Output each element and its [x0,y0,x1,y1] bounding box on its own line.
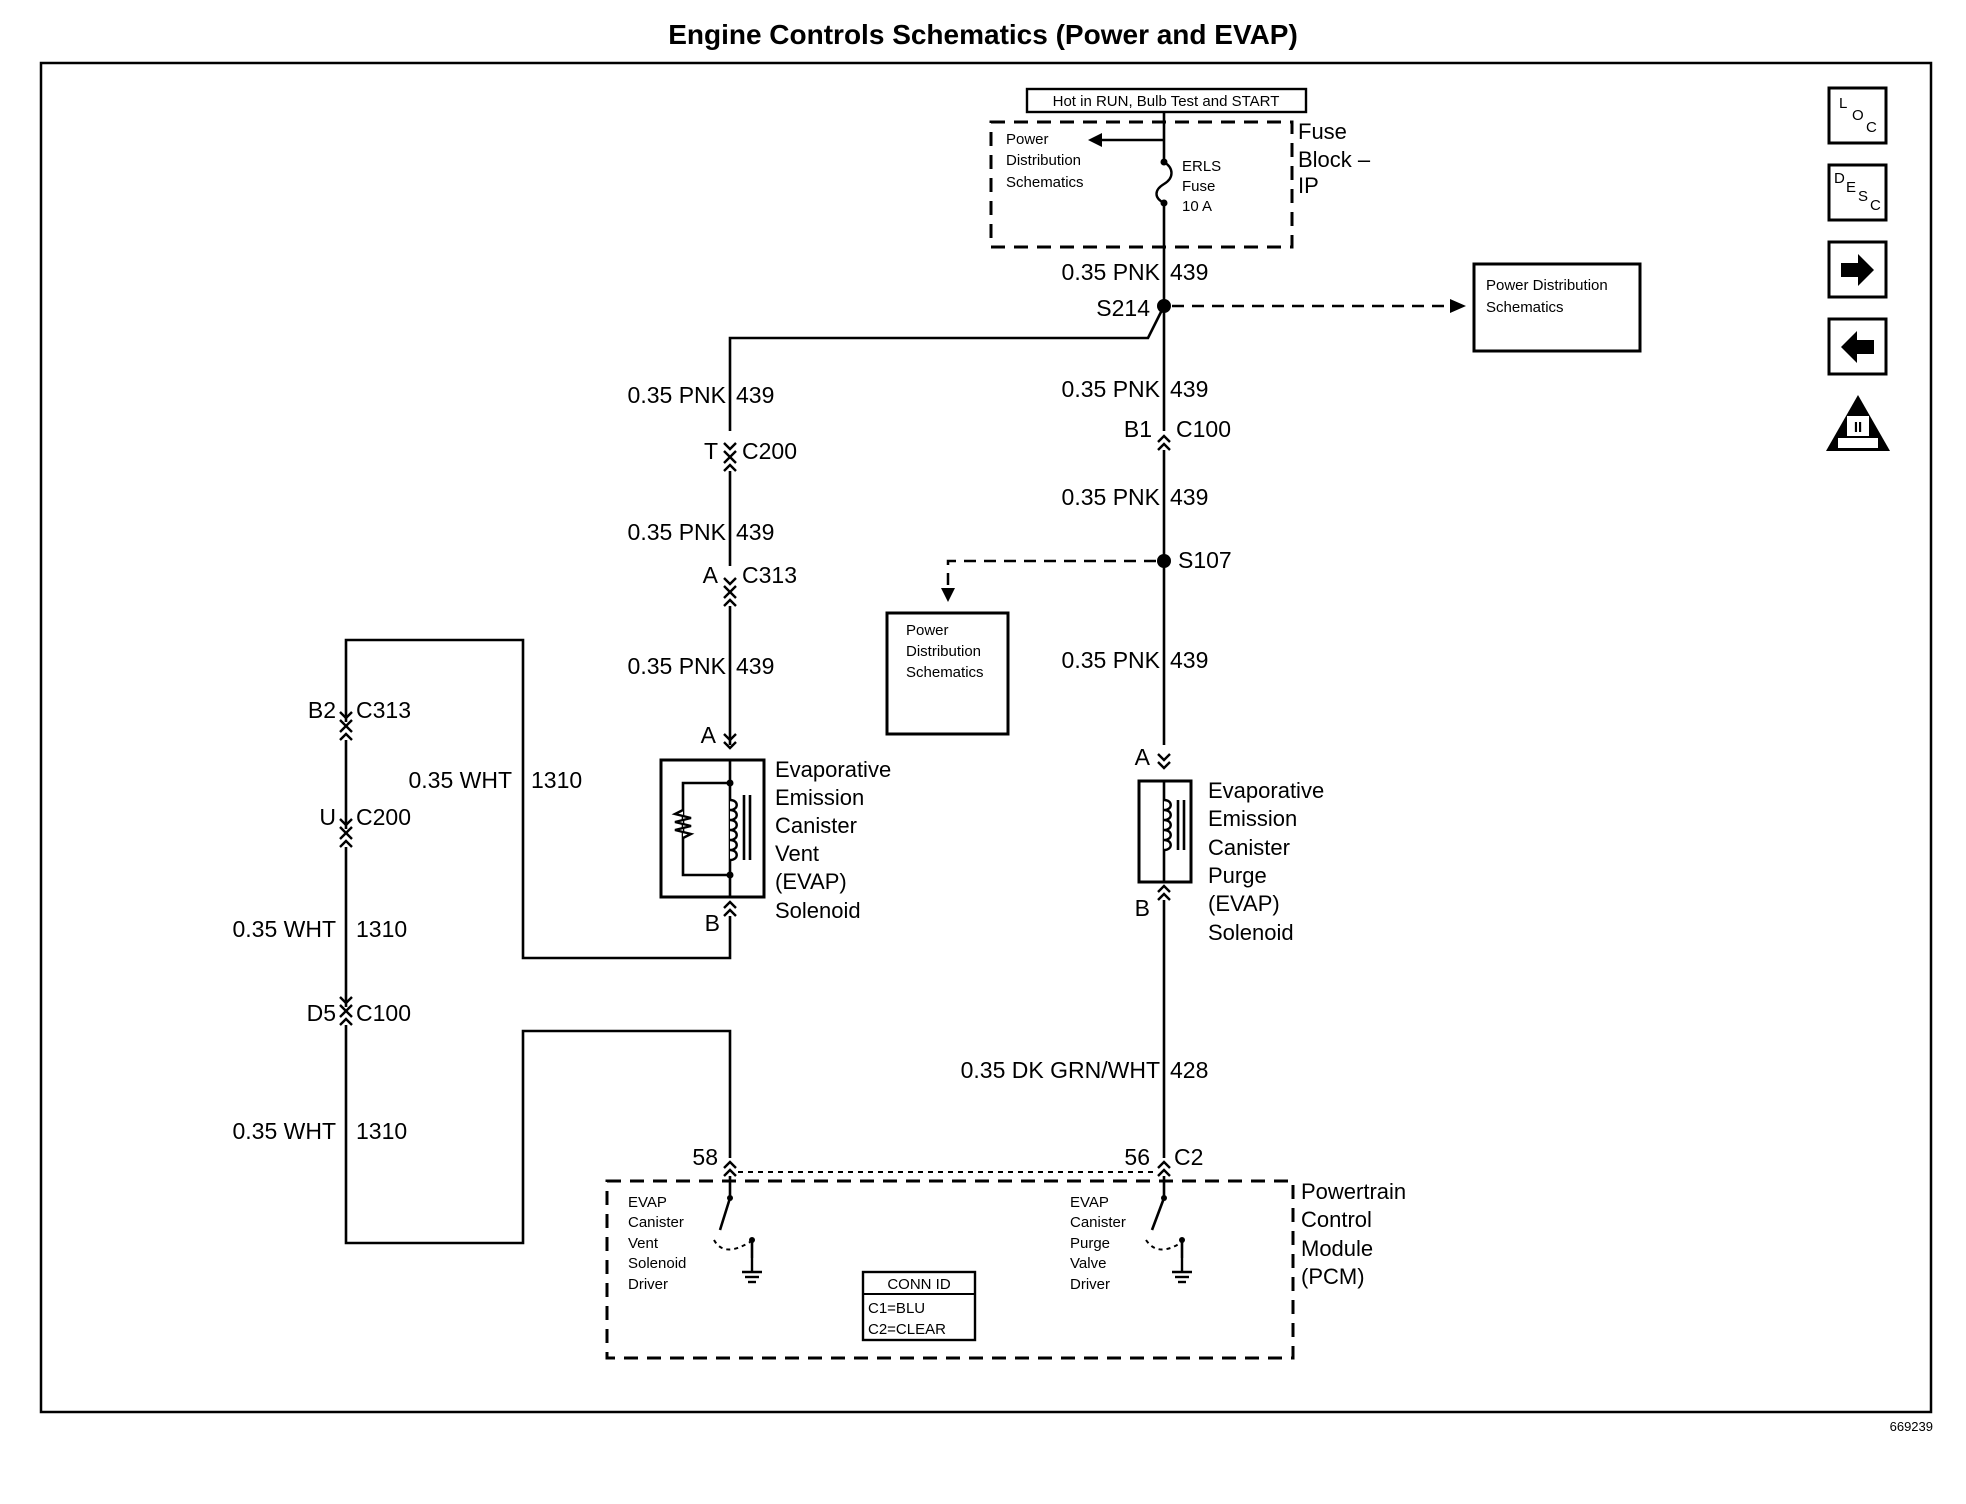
back-arrow-icon[interactable] [1827,317,1888,376]
svg-text:C1=BLU: C1=BLU [868,1300,925,1317]
svg-text:C: C [1870,197,1881,214]
vent-solenoid-box [659,758,766,899]
svg-text:D: D [1834,170,1845,187]
connector-d5-label: D5 [307,1000,336,1026]
connector-c313-left-label: C313 [742,562,797,588]
loc-icon[interactable]: L O C [1827,86,1888,145]
vent-driver-label: EVAP Canister Vent Solenoid Driver [628,1194,691,1293]
svg-text:L: L [1839,95,1847,112]
svg-text:Hot in RUN, Bulb Test and STAR: Hot in RUN, Bulb Test and START [1053,93,1280,110]
svg-text:CONN ID: CONN ID [887,1276,951,1293]
vent-pin-b-label: B [705,910,720,936]
figure-number: 669239 [1890,1419,1933,1434]
pd-ref-mid-text: Power Distribution Schematics [906,622,985,681]
power-distribution-ref-mid [885,611,1010,736]
pcm-module [605,1179,1295,1360]
purge-driver-label: EVAP Canister Purge Valve Driver [1070,1194,1130,1293]
diagram-frame [39,61,1933,1414]
conn-id-box: CONN ID C1=BLU C2=CLEAR [861,1270,977,1342]
wire-circuit-grn: 428 [1170,1057,1208,1083]
splice-s107-label: S107 [1178,547,1232,573]
wire-circuit-pnk-6: 439 [736,519,774,545]
wire-label-pnk-5: 0.35 PNK [628,382,727,408]
splice-s107 [1157,554,1171,568]
svg-text:E: E [1846,179,1856,196]
connector-c313-mid-label: C313 [356,697,411,723]
purge-solenoid-coil [1163,798,1172,852]
wire-circuit-pnk-5: 439 [736,382,774,408]
wire-label-grn: 0.35 DK GRN/WHT [961,1057,1160,1083]
svg-text:S: S [1858,188,1868,205]
wire-label-pnk-3: 0.35 PNK [1062,484,1161,510]
wire-circuit-wht-1: 1310 [531,767,582,793]
connector-t-label: T [704,438,718,464]
erls-fuse-symbol [1155,160,1173,205]
connector-u-label: U [319,804,336,830]
pcm-pin-56-label: 56 [1124,1144,1150,1170]
fuse-block-pd-ref: Power Distribution Schematics [1006,131,1085,191]
splice-s214-label: S214 [1096,295,1150,321]
wire-label-pnk-2: 0.35 PNK [1062,376,1161,402]
wire-circuit-wht-3: 1310 [356,1118,407,1144]
hot-in-run-label: Hot in RUN, Bulb Test and START [1025,87,1308,114]
pcm-label: Powertrain Control Module (PCM) [1301,1179,1412,1289]
vent-driver-switch [713,1176,764,1284]
connector-c200-mid-label: C200 [356,804,411,830]
purge-driver-switch [1145,1176,1194,1284]
wire-circuit-pnk-1: 439 [1170,259,1208,285]
connector-a-c313-label: A [703,562,719,588]
wire-circuit-pnk-2: 439 [1170,376,1208,402]
erls-fuse-label: ERLS Fuse 10 A [1182,158,1225,215]
pd-ref-right-text: Power Distribution Schematics [1486,277,1612,316]
next-arrow-icon[interactable] [1827,240,1888,299]
purge-solenoid-label: Evaporative Emission Canister Purge (EVA… [1208,778,1330,945]
connector-c100-right-label: C100 [1176,416,1231,442]
fuse-block-label: Fuse Block – IP [1298,119,1376,198]
wire-circuit-pnk-4: 439 [1170,647,1208,673]
power-distribution-ref-right [1472,262,1642,353]
vent-pin-a-label: A [701,722,717,748]
wire-label-pnk-7: 0.35 PNK [628,653,727,679]
wire-label-pnk-4: 0.35 PNK [1062,647,1161,673]
svg-text:C: C [1866,119,1877,136]
wire-label-pnk-1: 0.35 PNK [1062,259,1161,285]
vent-solenoid-label: Evaporative Emission Canister Vent (EVAP… [775,757,897,923]
vent-solenoid-resistor [671,808,695,840]
page-title: Engine Controls Schematics (Power and EV… [668,19,1298,50]
wire-circuit-pnk-7: 439 [736,653,774,679]
wire-circuit-wht-2: 1310 [356,916,407,942]
wire-circuit-pnk-3: 439 [1170,484,1208,510]
obd-ii-label: II [1854,419,1862,436]
pcm-pin-58-label: 58 [692,1144,718,1170]
wire-label-wht-1: 0.35 WHT [408,767,512,793]
obd-ii-icon[interactable]: II [1826,395,1890,451]
svg-text:C2=CLEAR: C2=CLEAR [868,1321,946,1338]
wire-label-wht-2: 0.35 WHT [232,916,336,942]
purge-pin-b-label: B [1135,895,1150,921]
vent-solenoid-coil [729,798,738,862]
fuse-block-ip [989,120,1294,249]
desc-icon[interactable]: D E S C [1827,163,1888,222]
connector-c100-mid-label: C100 [356,1000,411,1026]
connector-c200-left-label: C200 [742,438,797,464]
connector-b1-label: B1 [1124,416,1152,442]
wire-label-pnk-6: 0.35 PNK [628,519,727,545]
wire-label-wht-3: 0.35 WHT [232,1118,336,1144]
svg-text:O: O [1852,107,1864,124]
connector-b2-label: B2 [308,697,336,723]
purge-pin-a-label: A [1135,744,1151,770]
pcm-c2-label: C2 [1174,1144,1203,1170]
